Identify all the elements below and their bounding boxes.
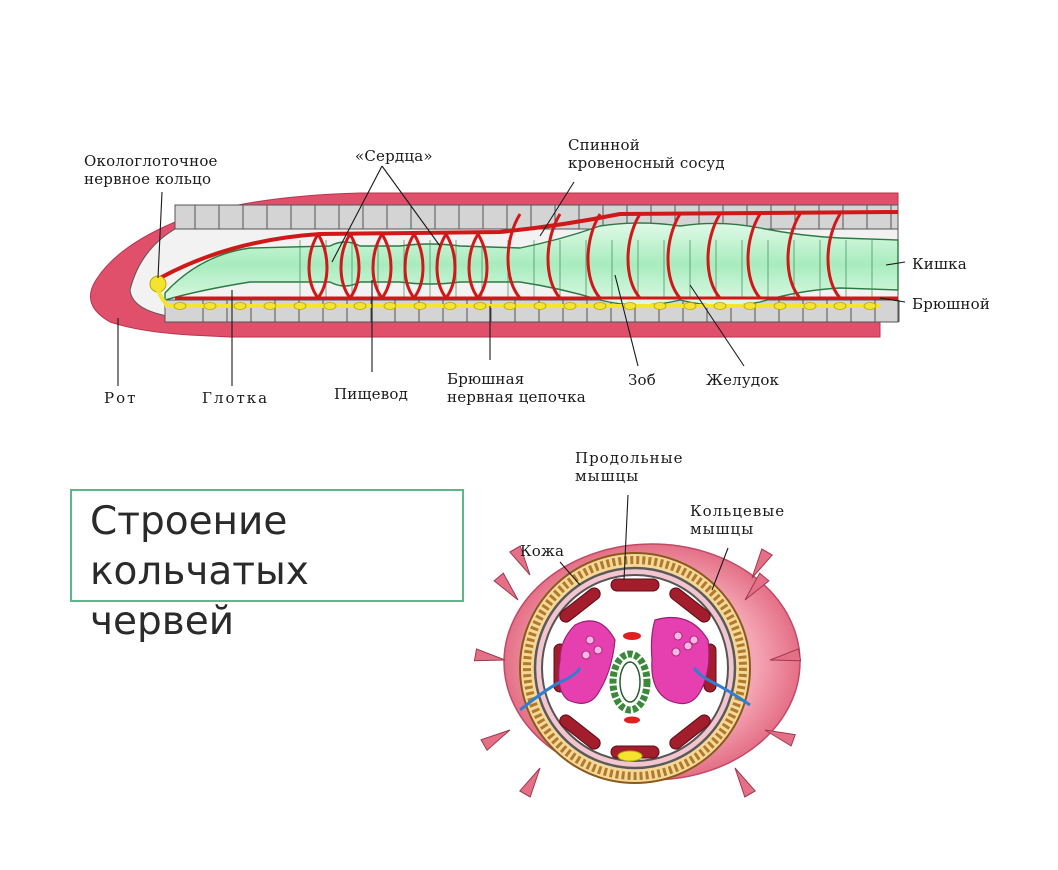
ganglion bbox=[293, 302, 307, 310]
ring-vessel bbox=[666, 213, 682, 299]
worm-cross-section bbox=[473, 543, 802, 798]
bristle bbox=[509, 545, 531, 576]
ring-vessel bbox=[586, 213, 602, 299]
nerve-ring-link bbox=[156, 289, 170, 308]
ring-vessel bbox=[746, 213, 762, 299]
muscle-bundle bbox=[610, 578, 660, 592]
dorsal-vessel-cross bbox=[623, 632, 641, 640]
ganglion bbox=[593, 302, 607, 310]
label-nerve-ring: Окологлоточное нервное кольцо bbox=[84, 152, 218, 188]
heart-loop bbox=[307, 233, 329, 301]
label-pharynx: Глотка bbox=[202, 389, 270, 407]
granule bbox=[581, 650, 591, 660]
heart-loop bbox=[371, 233, 393, 301]
ganglion bbox=[623, 302, 637, 310]
ganglion bbox=[353, 302, 367, 310]
muscle-band-top bbox=[174, 204, 899, 230]
heart-loop bbox=[435, 233, 457, 301]
ring-vessel bbox=[826, 213, 842, 299]
label-ventral-nerve-cord: Брюшная нервная цепочка bbox=[447, 370, 586, 406]
ganglion bbox=[503, 302, 517, 310]
ganglion bbox=[683, 302, 697, 310]
heart-loop bbox=[467, 233, 489, 301]
ganglion bbox=[713, 302, 727, 310]
pharyngeal-nerve-ring bbox=[149, 275, 167, 293]
dorsal-vessel bbox=[159, 210, 899, 280]
gut bbox=[164, 222, 899, 307]
label-ventral: Брюшной bbox=[912, 295, 991, 313]
muscle-bundle bbox=[669, 714, 711, 750]
granule bbox=[683, 641, 693, 651]
ganglion bbox=[563, 302, 577, 310]
ganglion bbox=[173, 302, 187, 310]
label-circular-muscles: Кольцевые мышцы bbox=[690, 502, 786, 538]
label-stomach: Желудок bbox=[706, 371, 780, 389]
granule bbox=[689, 635, 699, 645]
ganglion bbox=[323, 302, 337, 310]
ganglion bbox=[863, 302, 877, 310]
label-dorsal-vessel: Спинной кровеносный сосуд bbox=[568, 136, 725, 172]
granule bbox=[673, 631, 683, 641]
ring-vessel bbox=[506, 213, 522, 299]
ganglion bbox=[803, 302, 817, 310]
ganglion bbox=[773, 302, 787, 310]
ventral-vessel-cross bbox=[624, 716, 640, 724]
ganglion bbox=[413, 302, 427, 310]
label-skin: Кожа bbox=[520, 542, 565, 560]
ganglion bbox=[203, 302, 217, 310]
ganglion bbox=[533, 302, 547, 310]
ganglion bbox=[263, 302, 277, 310]
label-hearts: «Сердца» bbox=[355, 147, 433, 165]
heart-loop bbox=[403, 233, 425, 301]
bristle bbox=[751, 548, 773, 579]
bristle bbox=[519, 767, 541, 798]
nephridial-duct-left bbox=[519, 667, 582, 712]
granule bbox=[585, 635, 595, 645]
worm-longitudinal-section bbox=[89, 192, 900, 338]
bristle bbox=[480, 729, 511, 751]
nephridium-left bbox=[558, 620, 616, 704]
bristle bbox=[769, 648, 802, 662]
intestine-lumen bbox=[619, 661, 641, 703]
muscle-bundle bbox=[559, 587, 601, 623]
ring-vessel bbox=[626, 213, 642, 299]
skin-cells bbox=[523, 556, 747, 780]
ganglion bbox=[473, 302, 487, 310]
leader-lines-bottom bbox=[559, 494, 729, 591]
nephridium-right bbox=[650, 616, 710, 705]
label-crop: Зоб bbox=[628, 371, 657, 389]
bristle bbox=[473, 648, 506, 662]
label-esophagus: Пищевод bbox=[334, 385, 409, 403]
nerve-cord-cross bbox=[617, 750, 643, 762]
ganglion bbox=[443, 302, 457, 310]
heart-loop bbox=[339, 233, 361, 301]
bristle bbox=[734, 767, 756, 798]
ganglion bbox=[383, 302, 397, 310]
ganglion bbox=[233, 302, 247, 310]
granule bbox=[671, 647, 681, 657]
muscle-bundle bbox=[669, 587, 711, 623]
bristle bbox=[764, 729, 796, 747]
ganglion bbox=[743, 302, 757, 310]
ganglion bbox=[653, 302, 667, 310]
ring-vessel bbox=[786, 213, 802, 299]
label-intestine: Кишка bbox=[912, 255, 967, 273]
label-mouth: Рот bbox=[104, 389, 138, 407]
ring-vessel bbox=[706, 213, 722, 299]
granule bbox=[593, 645, 603, 655]
label-longitudinal-muscles: Продольные мышцы bbox=[575, 449, 684, 485]
nephridial-duct-right bbox=[692, 667, 751, 707]
muscle-bundle bbox=[559, 714, 601, 750]
ganglion bbox=[833, 302, 847, 310]
bristle bbox=[493, 572, 519, 601]
title-box: Строение кольчатых червей bbox=[70, 489, 464, 644]
bristle bbox=[744, 572, 770, 601]
page-title: Строение кольчатых червей bbox=[90, 499, 309, 644]
leader-lines-top bbox=[117, 165, 906, 386]
ring-vessel bbox=[546, 213, 562, 299]
